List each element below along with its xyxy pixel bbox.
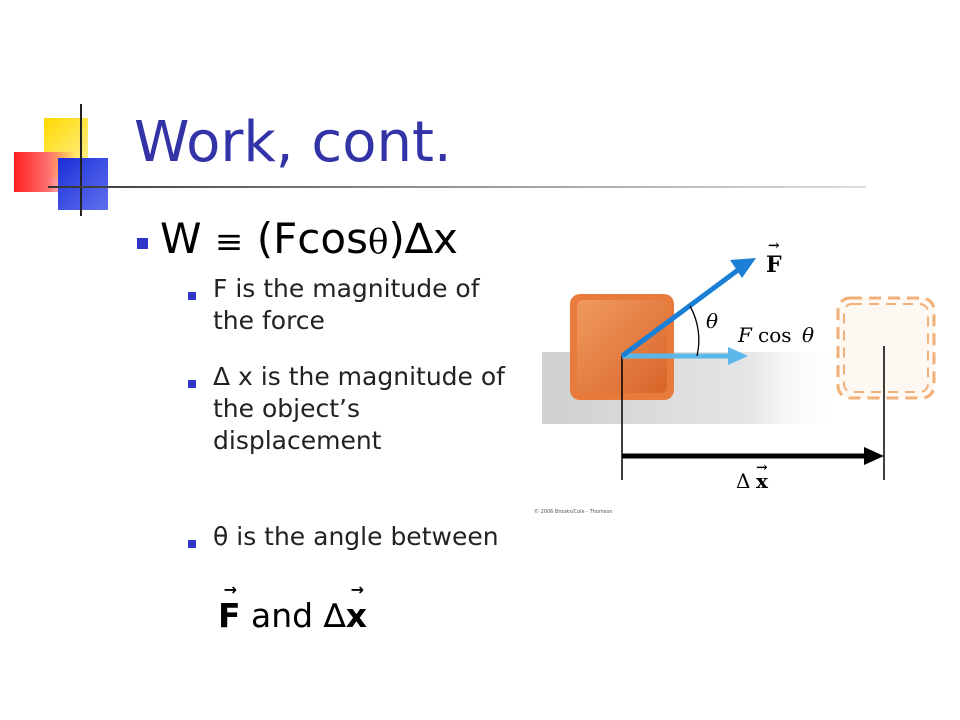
displacement-arrowhead [864,447,884,465]
vector-arrow: → [223,580,237,599]
force-arrow [620,267,740,359]
block [577,300,667,393]
delta-label: Δ [736,469,750,493]
formula-theta: θ [367,222,389,262]
ghost-block-inner [843,303,929,393]
fcos-arrowhead [728,347,748,365]
vector-arrow: → [350,580,365,599]
decor-blue-square [58,158,108,210]
formula-delta: ∆ [404,214,433,263]
sub-bullet-marker [188,540,196,548]
vector-f: →F [218,580,241,636]
slide-title: Work, cont. [134,110,452,175]
copyright-text: © 2006 Brooks/Cole - Thomson [534,508,613,515]
fcos-text: cos [758,323,792,347]
vector-x: →x [345,580,368,636]
sub-bullet-angle: θ is the angle between [213,522,499,551]
formula-w: W [160,214,202,263]
ghost-block-outer [836,296,936,400]
vector-arrow: → [756,460,768,476]
angle-arc [689,305,700,357]
delta-symbol: ∆ [323,596,346,635]
decor-vertical-line [80,104,82,216]
fcos-theta: θ [802,323,814,347]
fcos-f: F [737,323,753,347]
formula-open: (F [256,214,298,263]
sub-bullet-marker [188,292,196,300]
sub-bullet-force: F is the magnitude of the force [213,274,480,335]
title-underline [48,186,866,188]
formula-equiv: ≡ [214,222,244,262]
and-word: and [251,596,314,635]
x-label: x [756,469,769,493]
vectors-line: →F and ∆→x [218,580,368,636]
work-diagram: θ → F F cos θ Δ → x © 2006 Brooks/Cole -… [534,238,936,515]
formula-cos: cos [297,214,368,263]
theta-label: θ [706,309,718,333]
force-arrowhead [730,258,756,278]
force-label: F [766,252,782,278]
bullet-marker [137,238,148,249]
vector-arrow: → [768,238,780,254]
work-formula: W ≡ (Fcosθ)∆x [160,214,458,263]
sub-bullet-marker [188,380,196,388]
formula-close: ) [388,214,405,263]
formula-x: x [432,214,458,263]
sub-bullet-displacement: Δ x is the magnitude of the object’s dis… [213,362,505,455]
